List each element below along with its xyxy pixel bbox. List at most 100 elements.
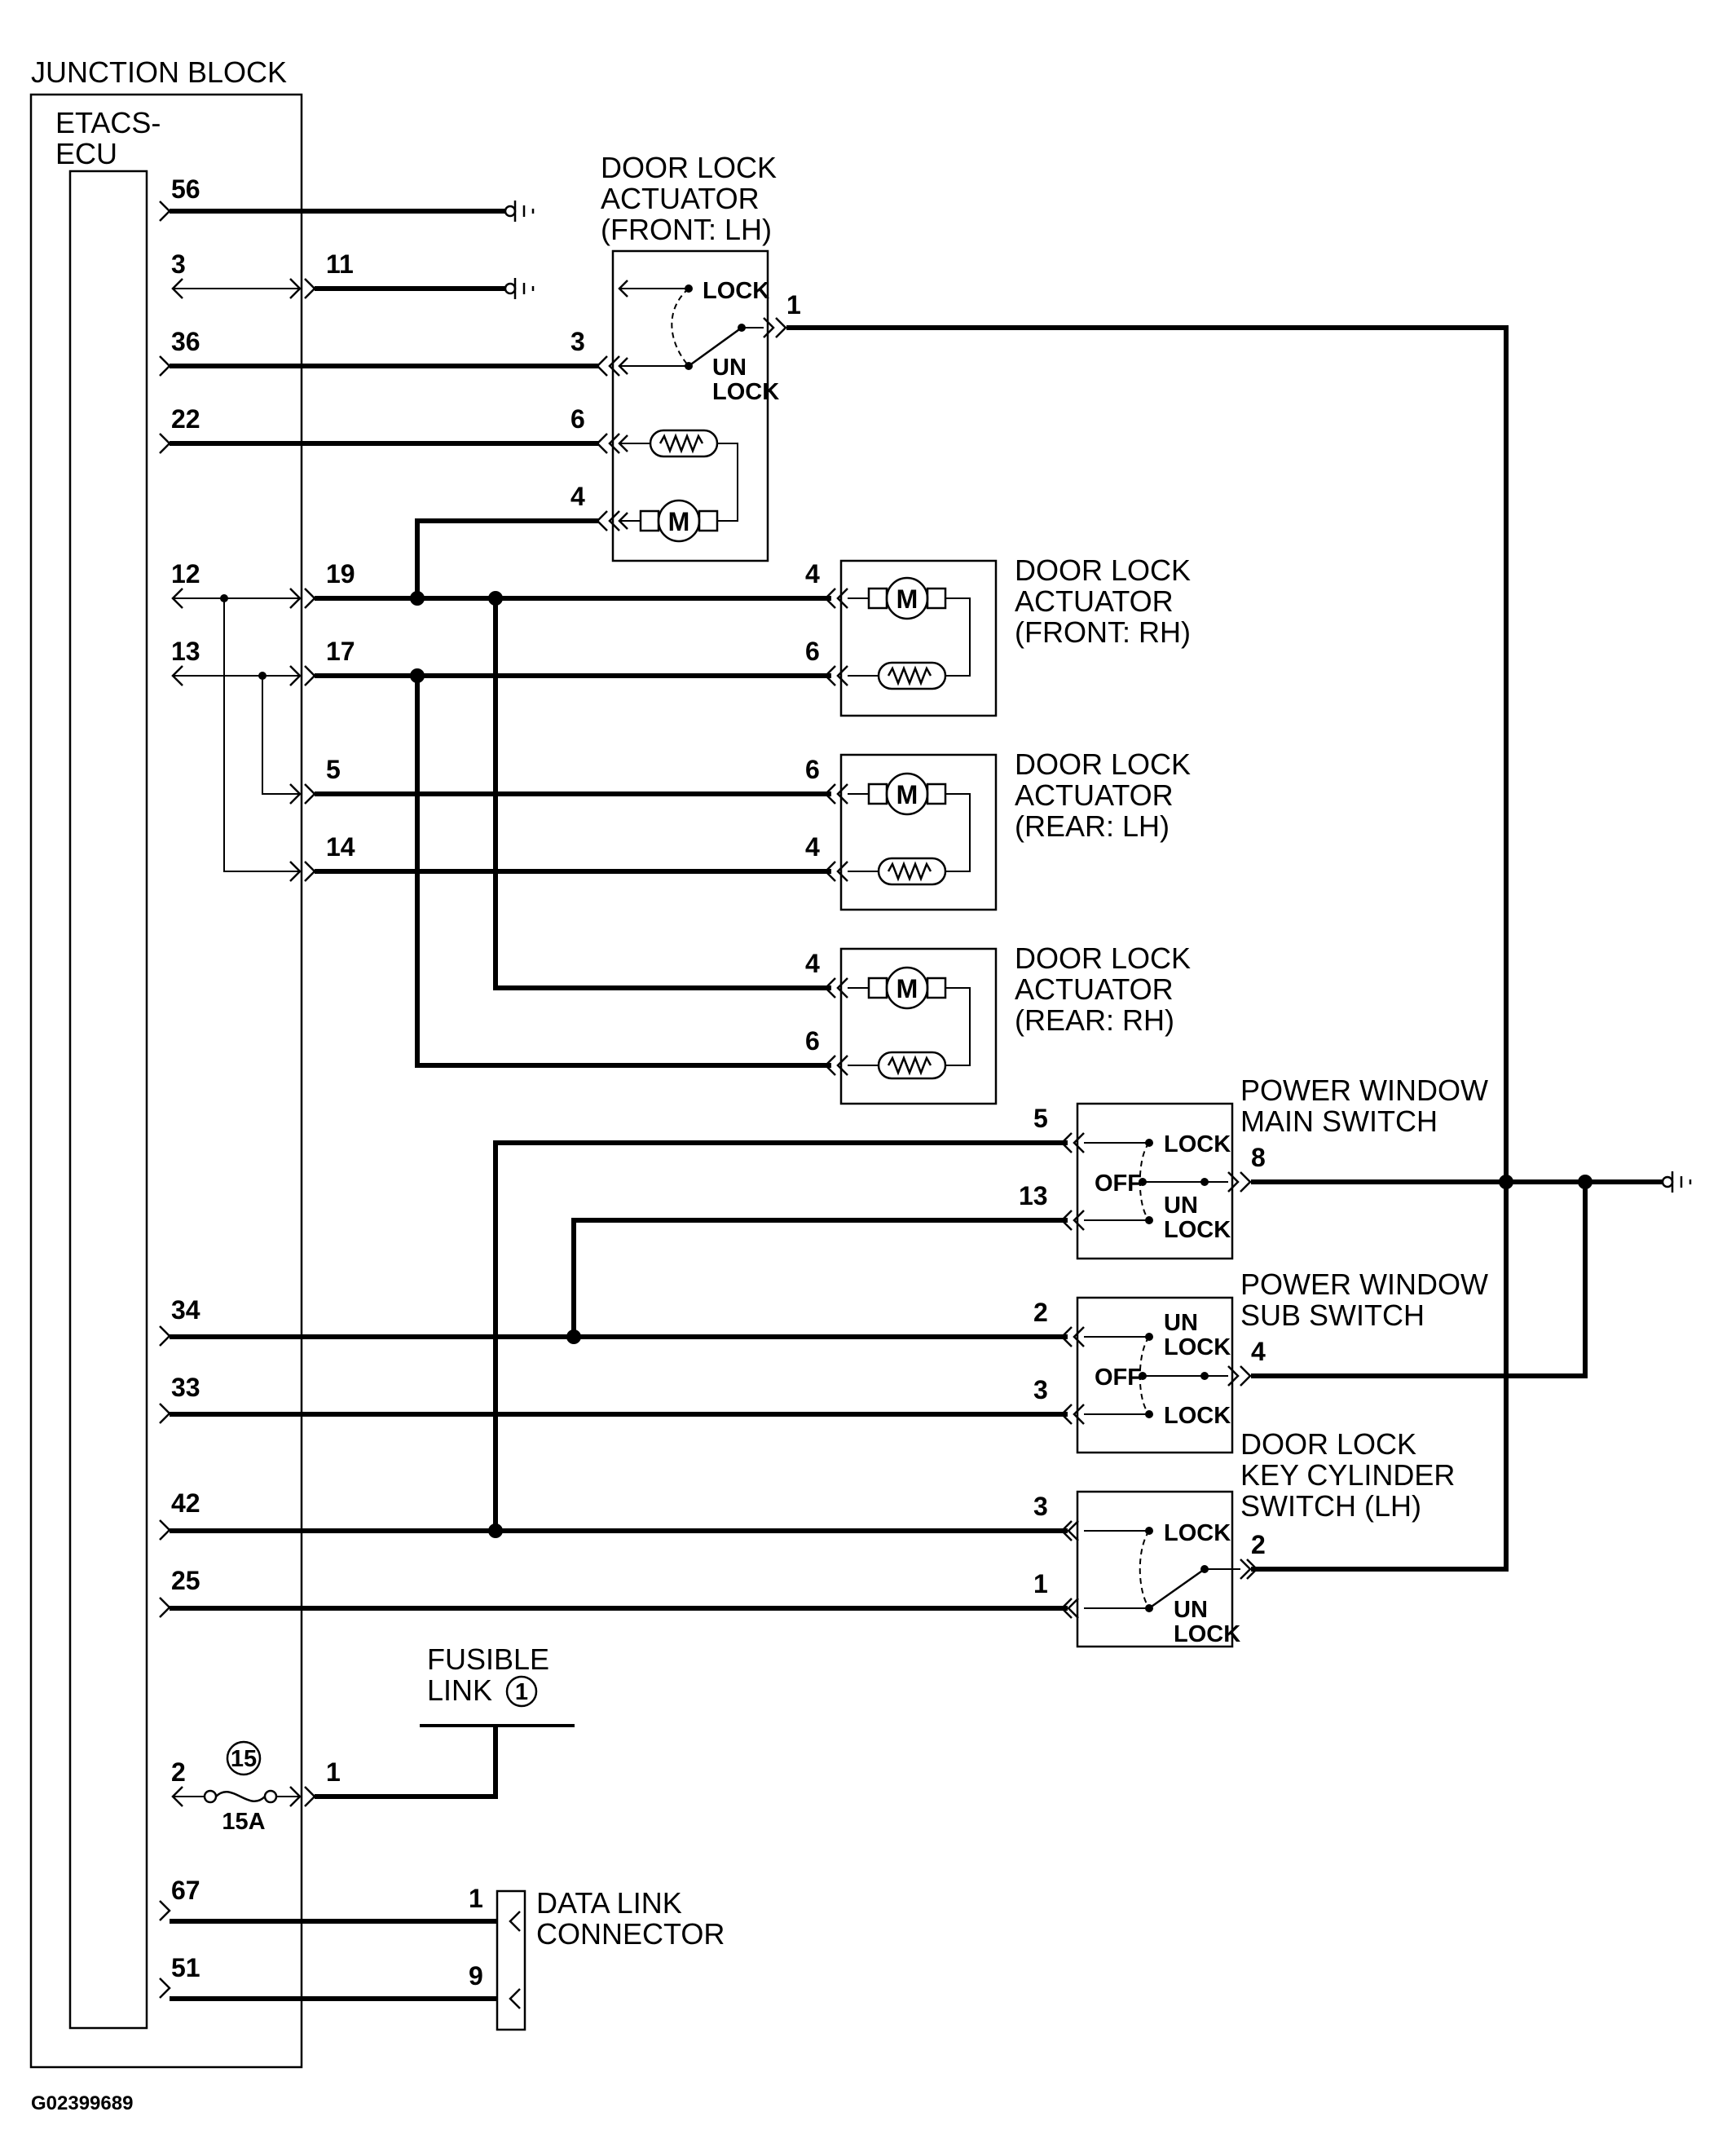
fusible-link: FUSIBLE LINK 1: [427, 1642, 549, 1708]
fuse-number: 15: [231, 1746, 257, 1772]
key-cyl-label-2: KEY CYLINDER: [1240, 1458, 1455, 1492]
dl-rear-lh-motor: M: [896, 780, 918, 809]
pw-main-pin-5: 5: [1033, 1104, 1048, 1133]
jb-pin-17: 17: [326, 637, 355, 666]
dl-rear-lh-pin-4: 4: [805, 832, 820, 862]
dl-front-rh-pin-4: 4: [805, 559, 820, 589]
dl-front-lh-motor: M: [668, 507, 690, 536]
pw-main-label-1: POWER WINDOW: [1240, 1074, 1488, 1107]
ecu-pin-51: 51: [171, 1953, 200, 1982]
pw-main-lock: LOCK: [1164, 1131, 1231, 1157]
junction-block-title: JUNCTION BLOCK: [31, 55, 287, 89]
ecu-pin-labels: 56 3 36 22 12 13 34 33 42 25 2 67 51: [171, 174, 200, 1982]
dl-front-lh-pin-1: 1: [786, 290, 801, 320]
dl-front-rh-label-1: DOOR LOCK: [1015, 553, 1191, 587]
key-cyl-lock: LOCK: [1164, 1520, 1231, 1546]
ecu-pin-12: 12: [171, 559, 200, 589]
ecu-pin-13: 13: [171, 637, 200, 666]
ecu-label-1: ETACS-: [55, 106, 161, 139]
pw-sub-pin-4: 4: [1251, 1337, 1266, 1366]
ecu-pin-42: 42: [171, 1488, 200, 1518]
dl-front-rh-label-2: ACTUATOR: [1015, 584, 1174, 618]
main-wires: [170, 209, 1663, 2001]
door-lock-key-cylinder-switch-lh: DOOR LOCK KEY CYLINDER SWITCH (LH) LOCK …: [1033, 1427, 1455, 1648]
dl-rear-rh-motor: M: [896, 974, 918, 1003]
data-link-connector: 1 9 DATA LINK CONNECTOR: [469, 1884, 725, 2031]
jb-pin-5: 5: [326, 755, 341, 784]
key-cyl-un: UN: [1174, 1597, 1208, 1623]
junction-block: JUNCTION BLOCK ETACS- ECU: [29, 55, 303, 2069]
ecu-pin-36: 36: [171, 327, 200, 356]
pw-sub-unlock: LOCK: [1164, 1334, 1231, 1360]
ecu-pin-25: 25: [171, 1566, 200, 1595]
power-window-main-switch: POWER WINDOW MAIN SWITCH LOCK UN LOCK OF…: [1019, 1074, 1488, 1260]
pw-sub-label-2: SUB SWITCH: [1240, 1298, 1425, 1332]
ecu-pin-33: 33: [171, 1373, 200, 1402]
ecu-pin-67: 67: [171, 1876, 200, 1905]
dl-front-lh-label-3: (FRONT: LH): [601, 213, 772, 246]
pw-main-pin-13: 13: [1019, 1181, 1048, 1210]
door-lock-actuator-rear-rh: M 4 6 DOOR LOCK ACTUATOR (REAR: RH): [805, 941, 1191, 1105]
data-link-pin-9: 9: [469, 1961, 483, 1991]
ecu-pin-34: 34: [171, 1295, 200, 1325]
jb-pin-11: 11: [326, 249, 354, 279]
pw-main-off: OFF: [1095, 1171, 1142, 1197]
dl-front-rh-motor: M: [896, 584, 918, 614]
dl-front-lh-pin-3: 3: [570, 327, 585, 356]
dl-rear-lh-label-2: ACTUATOR: [1015, 778, 1174, 812]
ecu-pin-2: 2: [171, 1757, 186, 1787]
key-cyl-label-1: DOOR LOCK: [1240, 1427, 1416, 1461]
pw-main-pin-8: 8: [1251, 1143, 1266, 1172]
dl-rear-rh-label-1: DOOR LOCK: [1015, 941, 1191, 975]
dl-front-lh-label-2: ACTUATOR: [601, 182, 760, 215]
dl-front-lh-lock: LOCK: [703, 278, 769, 304]
pw-sub-label-1: POWER WINDOW: [1240, 1268, 1488, 1301]
pw-sub-off: OFF: [1095, 1365, 1142, 1391]
fuse-15: 15 15A: [173, 1740, 300, 1835]
pw-main-unlock: LOCK: [1164, 1217, 1231, 1243]
fusible-link-number: 1: [515, 1679, 528, 1705]
ecu-connector-marks: [159, 201, 316, 1999]
dl-rear-rh-label-2: ACTUATOR: [1015, 972, 1174, 1006]
jb-pin-14: 14: [326, 832, 355, 862]
ecu-label-2: ECU: [55, 137, 117, 170]
ecu-pin-56: 56: [171, 174, 200, 204]
dl-rear-lh-label-1: DOOR LOCK: [1015, 747, 1191, 781]
door-lock-actuator-front-lh: DOOR LOCK ACTUATOR (FRONT: LH) LOCK UN L…: [570, 151, 801, 562]
dl-front-rh-label-3: (FRONT: RH): [1015, 615, 1191, 649]
dl-front-lh-unlock: LOCK: [712, 379, 779, 405]
jb-pin-19: 19: [326, 559, 355, 589]
figure-id: G02399689: [31, 2092, 133, 2114]
dl-front-lh-label-1: DOOR LOCK: [601, 151, 777, 184]
ground-56: [504, 201, 535, 222]
pw-sub-lock: LOCK: [1164, 1403, 1231, 1429]
data-link-label-1: DATA LINK: [536, 1886, 682, 1920]
data-link-pin-1: 1: [469, 1884, 483, 1913]
key-cyl-unlock: LOCK: [1174, 1621, 1240, 1647]
jb-pin-1: 1: [326, 1757, 341, 1787]
fusible-link-label-1: FUSIBLE: [427, 1642, 549, 1676]
door-lock-actuator-rear-lh: M 6 4 DOOR LOCK ACTUATOR (REAR: LH): [805, 747, 1191, 911]
junction-dots: [410, 591, 1592, 1538]
ground-11: [504, 278, 535, 299]
fuse-rating: 15A: [222, 1809, 265, 1835]
pw-sub-pin-2: 2: [1033, 1298, 1048, 1327]
ecu-pin-22: 22: [171, 404, 200, 434]
dl-front-lh-pin-6: 6: [570, 404, 585, 434]
key-cyl-pin-2: 2: [1251, 1530, 1266, 1559]
pw-main-un: UN: [1164, 1193, 1198, 1219]
jb-internal-wires: [173, 288, 300, 872]
fusible-link-label-2: LINK: [427, 1673, 492, 1707]
dl-rear-rh-pin-6: 6: [805, 1026, 820, 1056]
pw-main-label-2: MAIN SWITCH: [1240, 1104, 1438, 1138]
dl-front-rh-pin-6: 6: [805, 637, 820, 666]
key-cyl-label-3: SWITCH (LH): [1240, 1489, 1421, 1523]
dl-front-lh-pin-4: 4: [570, 482, 585, 511]
door-lock-actuator-front-rh: M 4 6 DOOR LOCK ACTUATOR (FRONT: RH): [805, 553, 1191, 717]
pw-sub-un: UN: [1164, 1310, 1198, 1336]
power-window-sub-switch: POWER WINDOW SUB SWITCH UN LOCK LOCK OFF…: [1033, 1268, 1488, 1454]
pw-sub-pin-3: 3: [1033, 1375, 1048, 1404]
data-link-label-2: CONNECTOR: [536, 1917, 725, 1951]
etacs-ecu: [68, 170, 148, 2030]
